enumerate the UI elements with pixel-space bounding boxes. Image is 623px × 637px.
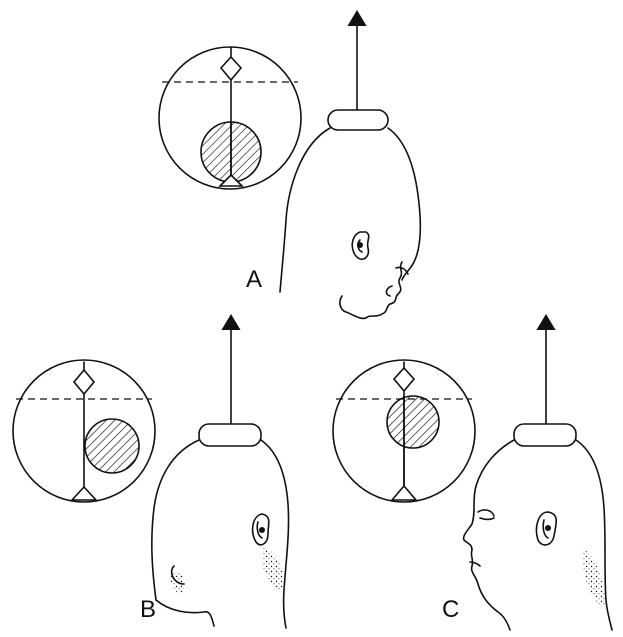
panel-a-head-outline [279,127,422,293]
panel-a-anterior-fontanelle-icon [219,55,243,82]
panel-b-anterior-fontanelle-icon [72,368,96,396]
panel-b-inset-circle [12,359,156,503]
panel-c-posterior-fontanelle-icon [390,484,418,501]
panel-a-face [339,261,403,320]
panel-a-posterior-fontanelle-icon [218,173,244,187]
panel-a-inset-circle [158,46,302,190]
panel-b-posterior-fontanelle-icon [70,485,98,501]
panel-c-head-outline [475,439,613,631]
panel-c-vacuum-cup [513,423,577,447]
panel-c-hatched-area [386,395,440,449]
panel-a-label: A [246,266,263,293]
panel-c-ear-icon [535,511,558,546]
panel-a-eye-icon [395,266,409,275]
panel-b-hatched-area [84,418,140,474]
panel-c-label: C [442,596,460,623]
panel-b [12,314,290,629]
panel-b-vacuum-cup [198,423,262,447]
panel-a [158,10,422,320]
panel-b-shading [262,548,284,591]
panel-a-ear-icon [351,231,370,261]
panel-c-eye-icon [477,509,495,517]
panel-b-label: B [140,596,157,623]
panel-b-neck [155,599,215,627]
panel-a-vacuum-cup [327,109,389,131]
panel-c-anterior-fontanelle-icon [392,366,416,393]
panel-c [332,314,613,631]
panel-c-shading [582,548,606,608]
panel-c-face [462,485,511,631]
panel-b-ear-icon [251,513,270,546]
panel-c-inset-circle [332,359,476,503]
panel-b-head-outline [151,439,290,629]
